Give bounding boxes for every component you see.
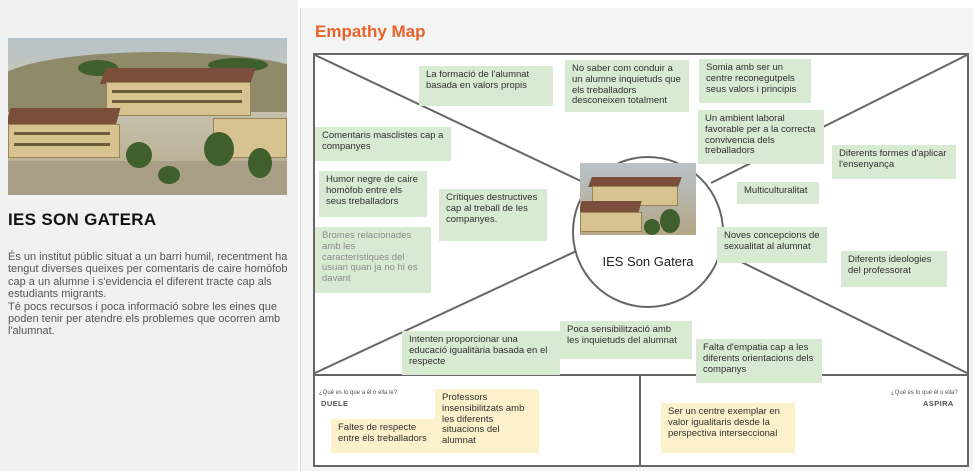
map-title: Empathy Map (315, 22, 426, 41)
sticky-note[interactable]: La formació de l'alumnat basada en valor… (419, 66, 553, 106)
pains-question: ¿Qué es lo que a él o ella le? (319, 390, 398, 396)
description-paragraph-1: És un institut públic situat a un barri … (8, 251, 288, 301)
sticky-note[interactable]: Noves concepcions de sexualitat al alumn… (717, 227, 827, 263)
sticky-note[interactable]: Intenten proporcionar una educació igual… (402, 331, 560, 375)
center-label: IES Son Gatera (602, 254, 694, 269)
map-divider-lines (315, 55, 967, 465)
school-description: És un institut públic situat a un barri … (8, 251, 290, 338)
sticky-note[interactable]: Professors insensibilitzats amb les dife… (435, 389, 539, 453)
school-panel: IES SON GATERA És un institut públic sit… (0, 0, 298, 471)
sticky-note[interactable]: Poca sensibilització amb les inquietuds … (560, 321, 692, 359)
sticky-note[interactable]: Diferents ideologies del professorat (841, 251, 947, 287)
sticky-note[interactable]: Somia amb ser un centre reconegutpels se… (699, 59, 811, 103)
school-title: IES SON GATERA (8, 210, 157, 229)
school-photo (8, 38, 287, 195)
sticky-note[interactable]: Bromes relacionades amb les característi… (315, 227, 431, 293)
sticky-note[interactable]: Crítiques destructives cap al treball de… (439, 189, 547, 241)
sticky-note[interactable]: Multiculturalitat (737, 182, 819, 204)
sticky-note[interactable]: No saber com conduir a un alumne inquiet… (565, 60, 689, 112)
sticky-note[interactable]: Comentaris masclistes cap a companyes (315, 127, 451, 161)
center-school-photo (580, 163, 696, 235)
sticky-note[interactable]: Falta d'empatia cap a les diferents orie… (696, 339, 822, 383)
empathy-map-frame: IES Son Gatera La formació de l'alumnat … (313, 53, 969, 467)
sticky-note[interactable]: Diferents formes d'aplicar l'ensenyança (832, 145, 956, 179)
sticky-note[interactable]: Un ambient laboral favorable per a la co… (698, 110, 824, 164)
gains-question: ¿Qué es lo que él o ella? (891, 390, 958, 396)
pains-label: DUELE (321, 399, 349, 408)
sticky-note[interactable]: Faltes de respecte entre els treballador… (331, 419, 435, 453)
description-paragraph-2: Té pocs recursos i poca informació sobre… (8, 300, 281, 338)
sticky-note[interactable]: Humor negre de caire homòfob entre els s… (319, 171, 427, 217)
gains-label: ASPIRA (923, 399, 954, 408)
sticky-note[interactable]: Ser un centre exemplar en valor igualita… (661, 403, 795, 453)
empathy-map-canvas: Empathy Map IES Son Gatera (300, 8, 973, 471)
